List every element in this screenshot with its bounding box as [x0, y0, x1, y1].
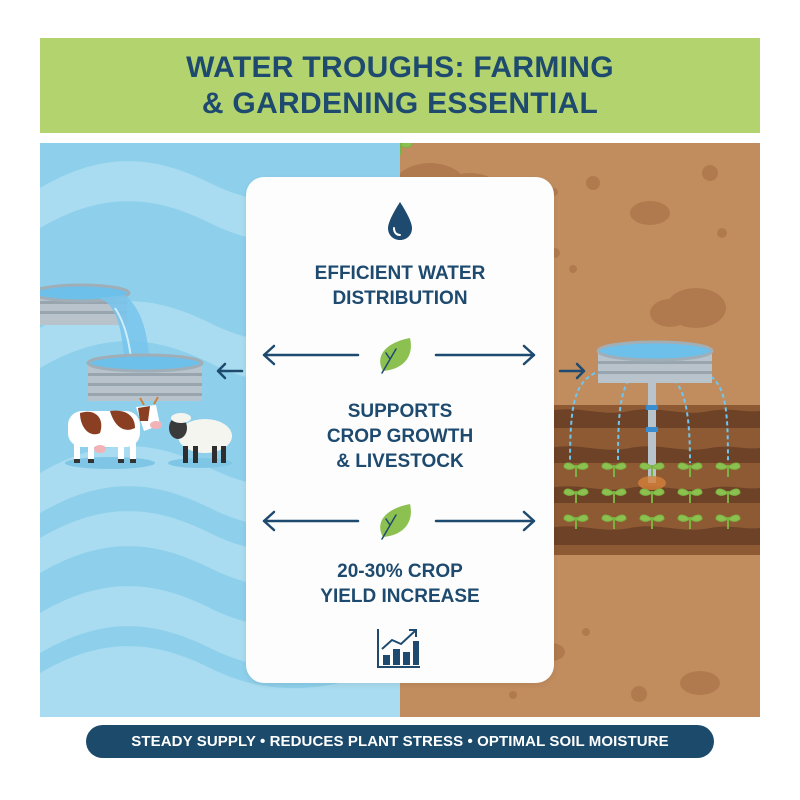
arrow-row-2: [260, 501, 540, 541]
section-1-text: EFFICIENT WATER DISTRIBUTION: [246, 261, 554, 311]
section-1-line-2: DISTRIBUTION: [332, 288, 468, 309]
arrow-right-icon: [434, 510, 536, 532]
arrow-right-icon: [434, 344, 536, 366]
cow-illustration: [65, 396, 162, 469]
wave-background: [40, 161, 400, 717]
arrow-right-icon: [558, 362, 586, 380]
soil-background: [400, 143, 760, 702]
water-drop-icon: [388, 202, 412, 240]
title-line-2: & GARDENING ESSENTIAL: [201, 86, 599, 120]
benefits-pill: STEADY SUPPLY • REDUCES PLANT STRESS • O…: [86, 725, 714, 758]
drip-lines: [569, 372, 729, 464]
section-2-text: SUPPORTS CROP GROWTH & LIVESTOCK: [246, 399, 554, 474]
section-1-line-1: EFFICIENT WATER: [314, 263, 486, 284]
benefits-text: STEADY SUPPLY • REDUCES PLANT STRESS • O…: [131, 733, 669, 750]
leaf-icon: [380, 338, 411, 374]
title-banner: WATER TROUGHS: FARMING & GARDENING ESSEN…: [40, 38, 760, 133]
title-line-1: WATER TROUGHS: FARMING: [186, 50, 614, 84]
leaf-icon: [380, 504, 411, 540]
lower-trough-illustration: [86, 353, 204, 401]
arrow-row-1: [260, 335, 540, 375]
section-2-line-3: & LIVESTOCK: [336, 451, 464, 472]
bar-chart-growth-icon: [377, 629, 420, 668]
arrow-left-icon: [262, 344, 360, 366]
arrow-left-icon: [262, 510, 360, 532]
info-card: EFFICIENT WATER DISTRIBUTION SUPPORTS CR…: [246, 177, 554, 683]
section-3-line-1: 20-30% CROP: [337, 561, 463, 582]
arrow-left-icon: [216, 362, 244, 380]
section-3-text: 20-30% CROP YIELD INCREASE: [246, 559, 554, 609]
sheep-illustration: [168, 413, 232, 468]
section-2-line-1: SUPPORTS: [347, 401, 453, 422]
section-3-line-2: YIELD INCREASE: [320, 586, 480, 607]
irrigation-trough-illustration: [596, 340, 714, 383]
section-2-line-2: CROP GROWTH: [326, 426, 474, 447]
seedling-rows: [400, 143, 741, 530]
